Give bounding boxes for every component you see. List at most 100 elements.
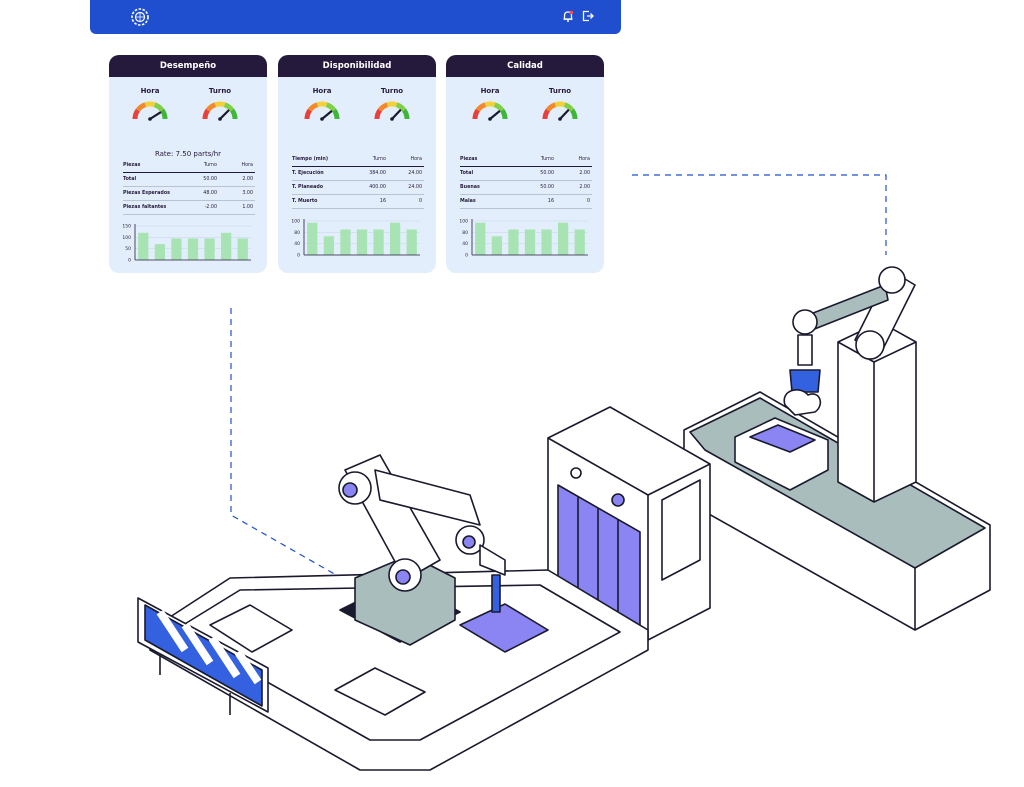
chart-bar	[237, 238, 248, 260]
table-row: Piezas Esperados 48.00 3.00	[123, 187, 255, 201]
chart-bar	[373, 229, 384, 255]
gauge-label-turno: Turno	[380, 87, 404, 95]
table-cell: 50.00	[540, 171, 554, 176]
gauge-segment	[377, 102, 389, 112]
mini-bar-chart: 100 80 40 0	[459, 219, 588, 259]
table-cell: 50.00	[540, 185, 554, 190]
gauge-segment	[205, 102, 217, 112]
mini-bar-chart: 150 100 50 0	[122, 224, 251, 264]
chart-tick-label: 50	[125, 246, 131, 252]
table-header: Hora	[410, 157, 422, 162]
card-title: Disponibilidad	[278, 55, 436, 77]
bell-icon[interactable]	[561, 9, 575, 23]
chart-tick-label: 40	[294, 241, 300, 247]
chart-bar	[323, 236, 334, 255]
gauge-hub	[148, 117, 152, 121]
chart-tick-label: 0	[465, 253, 468, 259]
gauge-hora	[472, 101, 508, 121]
table-row: T. Planeado 400.00 24.00	[292, 181, 424, 195]
table-header: Piezas	[460, 157, 478, 162]
table-cell: 400.00	[369, 185, 386, 190]
chart-tick-label: 80	[462, 230, 468, 236]
gauge-segment	[500, 108, 508, 120]
table-header: Tiempo (min)	[292, 157, 329, 162]
chart-bar	[574, 229, 585, 255]
gauge-hora	[132, 101, 168, 121]
gauge-hub	[218, 117, 222, 121]
gauge-hub	[390, 117, 394, 121]
conveyor-system	[137, 266, 991, 771]
gauge-turno	[374, 101, 410, 121]
chart-bar	[356, 229, 368, 255]
data-table: Tiempo (min) Turno Hora T. Ejecución 384…	[292, 153, 424, 209]
card-title: Calidad	[446, 55, 604, 77]
chart-bar	[475, 222, 486, 255]
table-header-row: Tiempo (min) Turno Hora	[292, 153, 424, 167]
gauge-label-hora: Hora	[480, 87, 500, 95]
table-row: Malas 16 0	[460, 195, 592, 209]
gauge-segment	[545, 102, 557, 112]
gauge-segment	[475, 102, 487, 112]
chart-bar	[138, 232, 149, 260]
gauge-needle	[558, 109, 570, 121]
table-row: Piezas faltantes -2.00 1.00	[123, 201, 255, 215]
table-cell: 2.00	[579, 171, 590, 176]
connector-lines	[230, 174, 887, 581]
chart-bar	[307, 222, 318, 255]
chart-bar	[390, 222, 401, 255]
table-cell: T. Muerto	[292, 199, 318, 204]
card-disponibilidad: Disponibilidad Hora Turno Tiempo (min) T…	[278, 55, 436, 273]
gauge-needle	[218, 109, 230, 121]
table-cell: 48.00	[203, 191, 217, 196]
rate-text: Rate: 7.50 parts/hr	[154, 150, 222, 158]
gauge-segment	[374, 108, 382, 120]
card-calidad: Calidad Hora Turno Piezas Turno Hora Tot…	[446, 55, 604, 273]
table-cell: 1.00	[242, 205, 253, 210]
table-cell: Malas	[460, 199, 476, 204]
gauge-needle	[390, 109, 402, 121]
table-row: Buenas 50.00 2.00	[460, 181, 592, 195]
gauge-hub	[488, 117, 492, 121]
gear-globe-icon[interactable]	[130, 7, 150, 27]
chart-tick-label: 40	[462, 241, 468, 247]
gauge-segment	[160, 108, 168, 120]
logout-icon[interactable]	[581, 9, 595, 23]
table-cell: 0	[418, 199, 422, 204]
table-cell: 16	[379, 199, 386, 204]
chart-bar	[406, 229, 417, 255]
table-cell: Total	[460, 171, 474, 176]
table-row: Total 50.00 2.00	[123, 173, 255, 187]
chart-bar	[187, 238, 199, 260]
data-table: Piezas Turno Hora Total 50.00 2.00 Pieza…	[123, 159, 255, 215]
gauge-segment	[472, 108, 480, 120]
table-cell: 0	[586, 199, 590, 204]
gauge-label-hora: Hora	[312, 87, 332, 95]
chart-tick-label: 100	[459, 219, 468, 225]
chart-tick-label: 100	[291, 219, 300, 225]
gauge-segment	[135, 102, 147, 112]
gauge-segment	[214, 101, 226, 108]
chart-bar	[221, 232, 232, 260]
gauge-hub	[320, 117, 324, 121]
top-app-bar	[90, 0, 621, 34]
chart-bar	[524, 229, 536, 255]
chart-bar	[508, 229, 519, 255]
table-cell: Piezas faltantes	[123, 205, 167, 210]
table-cell: T. Planeado	[292, 185, 324, 190]
gauge-segment	[332, 108, 340, 120]
card-title: Desempeño	[109, 55, 267, 77]
chart-tick-label: 150	[122, 224, 131, 230]
table-cell: Buenas	[460, 185, 480, 190]
table-header-row: Piezas Turno Hora	[123, 159, 255, 173]
table-header-row: Piezas Turno Hora	[460, 153, 592, 167]
chart-tick-label: 0	[297, 253, 300, 259]
table-cell: 24.00	[408, 185, 422, 190]
gauge-turno	[202, 101, 238, 121]
chart-bar	[558, 222, 569, 255]
table-header: Turno	[540, 157, 554, 162]
card-desempeno: Desempeño Hora Turno Rate: 7.50 parts/hr…	[109, 55, 267, 273]
chart-tick-label: 100	[122, 235, 131, 241]
chart-tick-label: 0	[128, 258, 131, 264]
